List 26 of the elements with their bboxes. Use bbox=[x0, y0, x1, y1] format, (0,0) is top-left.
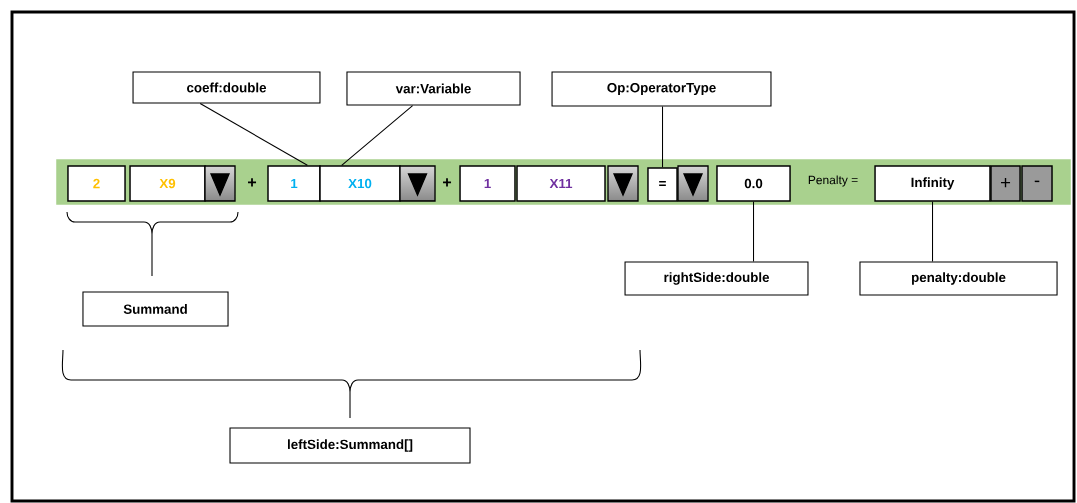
leader-line bbox=[341, 105, 414, 166]
plus-button: + bbox=[990, 165, 1021, 202]
operator-sign: + bbox=[443, 178, 452, 187]
leader-line bbox=[661, 106, 664, 168]
input-field: X11 bbox=[516, 165, 606, 202]
input-field: 2 bbox=[67, 165, 126, 202]
field-label: Penalty = bbox=[808, 175, 858, 187]
leader-line bbox=[931, 201, 934, 262]
label-box: leftSide:Summand[] bbox=[229, 427, 471, 464]
label-box: coeff:double bbox=[132, 71, 321, 104]
leader-line bbox=[199, 102, 308, 166]
input-field: X10 bbox=[319, 165, 401, 202]
input-field: 1 bbox=[267, 165, 321, 202]
input-field: Infinity bbox=[874, 165, 991, 202]
operator-field: = bbox=[647, 167, 678, 202]
label-box: Summand bbox=[82, 291, 229, 327]
input-field: X9 bbox=[129, 165, 206, 202]
label-box: Op:OperatorType bbox=[551, 71, 772, 107]
label-box: penalty:double bbox=[859, 261, 1058, 296]
minus-button: - bbox=[1021, 165, 1053, 202]
input-field: 1 bbox=[459, 165, 516, 202]
leader-line bbox=[752, 201, 755, 262]
label-box: var:Variable bbox=[346, 71, 521, 106]
input-field: 0.0 bbox=[716, 165, 791, 202]
operator-sign: + bbox=[248, 178, 257, 187]
label-box: rightSide:double bbox=[624, 261, 809, 296]
